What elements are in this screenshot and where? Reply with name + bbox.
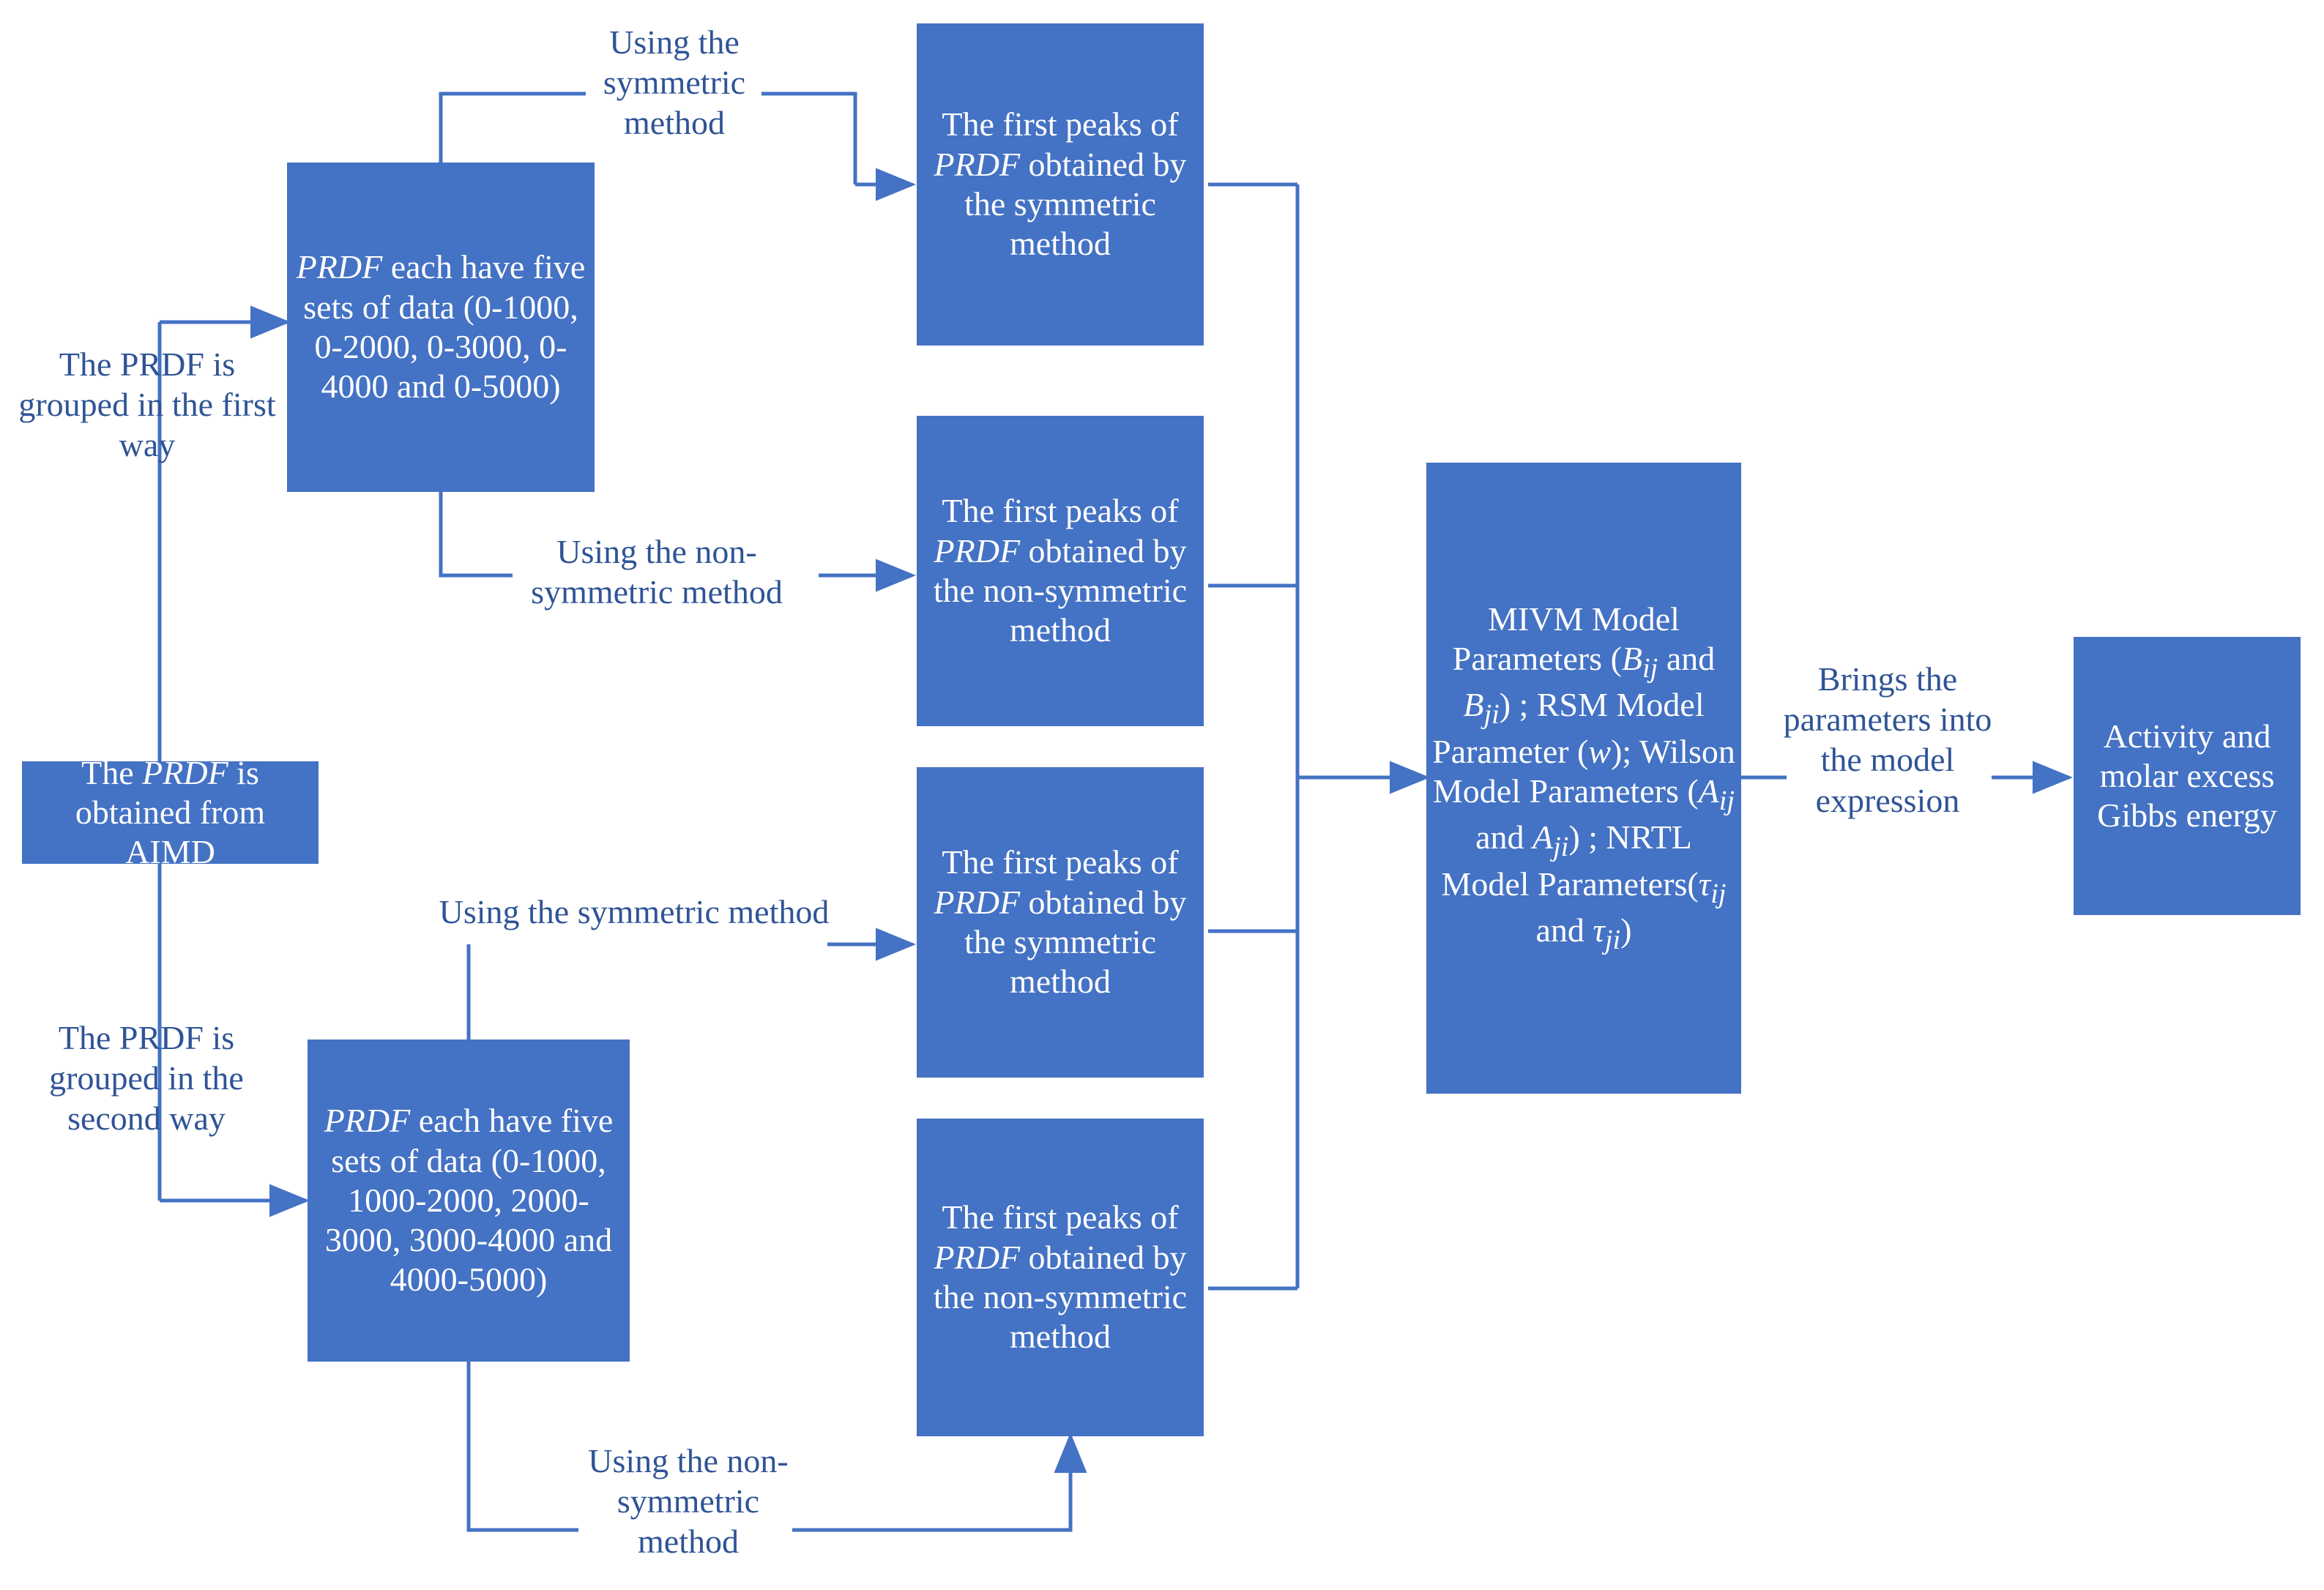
node-peaks-symmetric-first-grouping[interactable]: The first peaks of PRDF obtained by the … xyxy=(917,23,1204,346)
node-peaks-nonsymmetric-second-grouping[interactable]: The first peaks of PRDF obtained by the … xyxy=(917,1119,1204,1436)
edge-label-group-second-way: The PRDF is grouped in the second way xyxy=(49,1019,244,1138)
node-peaks-nonsymmetric-1-label: The first peaks of PRDF obtained by the … xyxy=(933,492,1188,649)
node-result-label: Activity and molar excess Gibbs energy xyxy=(2097,717,2277,835)
node-peaks-symmetric-1-label: The first peaks of PRDF obtained by the … xyxy=(934,105,1187,263)
edge-label-using-symmetric-bottom: Using the symmetric method xyxy=(439,893,830,930)
node-peaks-nonsymmetric-first-grouping[interactable]: The first peaks of PRDF obtained by the … xyxy=(917,416,1204,726)
node-prdf-group-first[interactable]: PRDF each have five sets of data (0-1000… xyxy=(287,163,595,492)
node-prdf-group-second[interactable]: PRDF each have five sets of data (0-1000… xyxy=(308,1040,630,1362)
node-prdf-source-label: The PRDF is obtained from AIMD xyxy=(75,753,266,871)
edge-label-using-symmetric-top: Using the symmetric method xyxy=(603,23,746,142)
edge-label-using-nonsymmetric-bottom: Using the non-symmetric method xyxy=(588,1442,789,1561)
wire-top-prdf-to-symmetric xyxy=(439,92,586,163)
node-peaks-symmetric-second-grouping[interactable]: The first peaks of PRDF obtained by the … xyxy=(917,767,1204,1078)
edge-label-brings-parameters: Brings the parameters into the model exp… xyxy=(1783,660,1992,819)
node-prdf-group-second-label: PRDF each have five sets of data (0-1000… xyxy=(324,1102,614,1299)
node-result-activity-gibbs[interactable]: Activity and molar excess Gibbs energy xyxy=(2074,637,2301,915)
edge-label-using-nonsymmetric-top: Using the non-symmetric method xyxy=(531,533,783,611)
node-model-parameters[interactable]: MIVM Model Parameters (Bij and Bji) ; RS… xyxy=(1426,463,1741,1094)
node-peaks-symmetric-2-label: The first peaks of PRDF obtained by the … xyxy=(934,843,1187,1001)
wire-symmetric-to-peaks1 xyxy=(761,92,857,184)
node-prdf-source[interactable]: The PRDF is obtained from AIMD xyxy=(22,754,319,870)
wire-nonsymmetric2-run xyxy=(792,1433,1087,1532)
wire-bottom-prdf-to-nonsymmetric xyxy=(466,1362,578,1532)
edge-label-group-first-way: The PRDF is grouped in the first way xyxy=(18,346,276,464)
node-prdf-group-first-label: PRDF each have five sets of data (0-1000… xyxy=(296,248,586,406)
node-model-parameters-label: MIVM Model Parameters (Bij and Bji) ; RS… xyxy=(1432,600,1735,956)
node-peaks-nonsymmetric-2-label: The first peaks of PRDF obtained by the … xyxy=(933,1198,1188,1356)
